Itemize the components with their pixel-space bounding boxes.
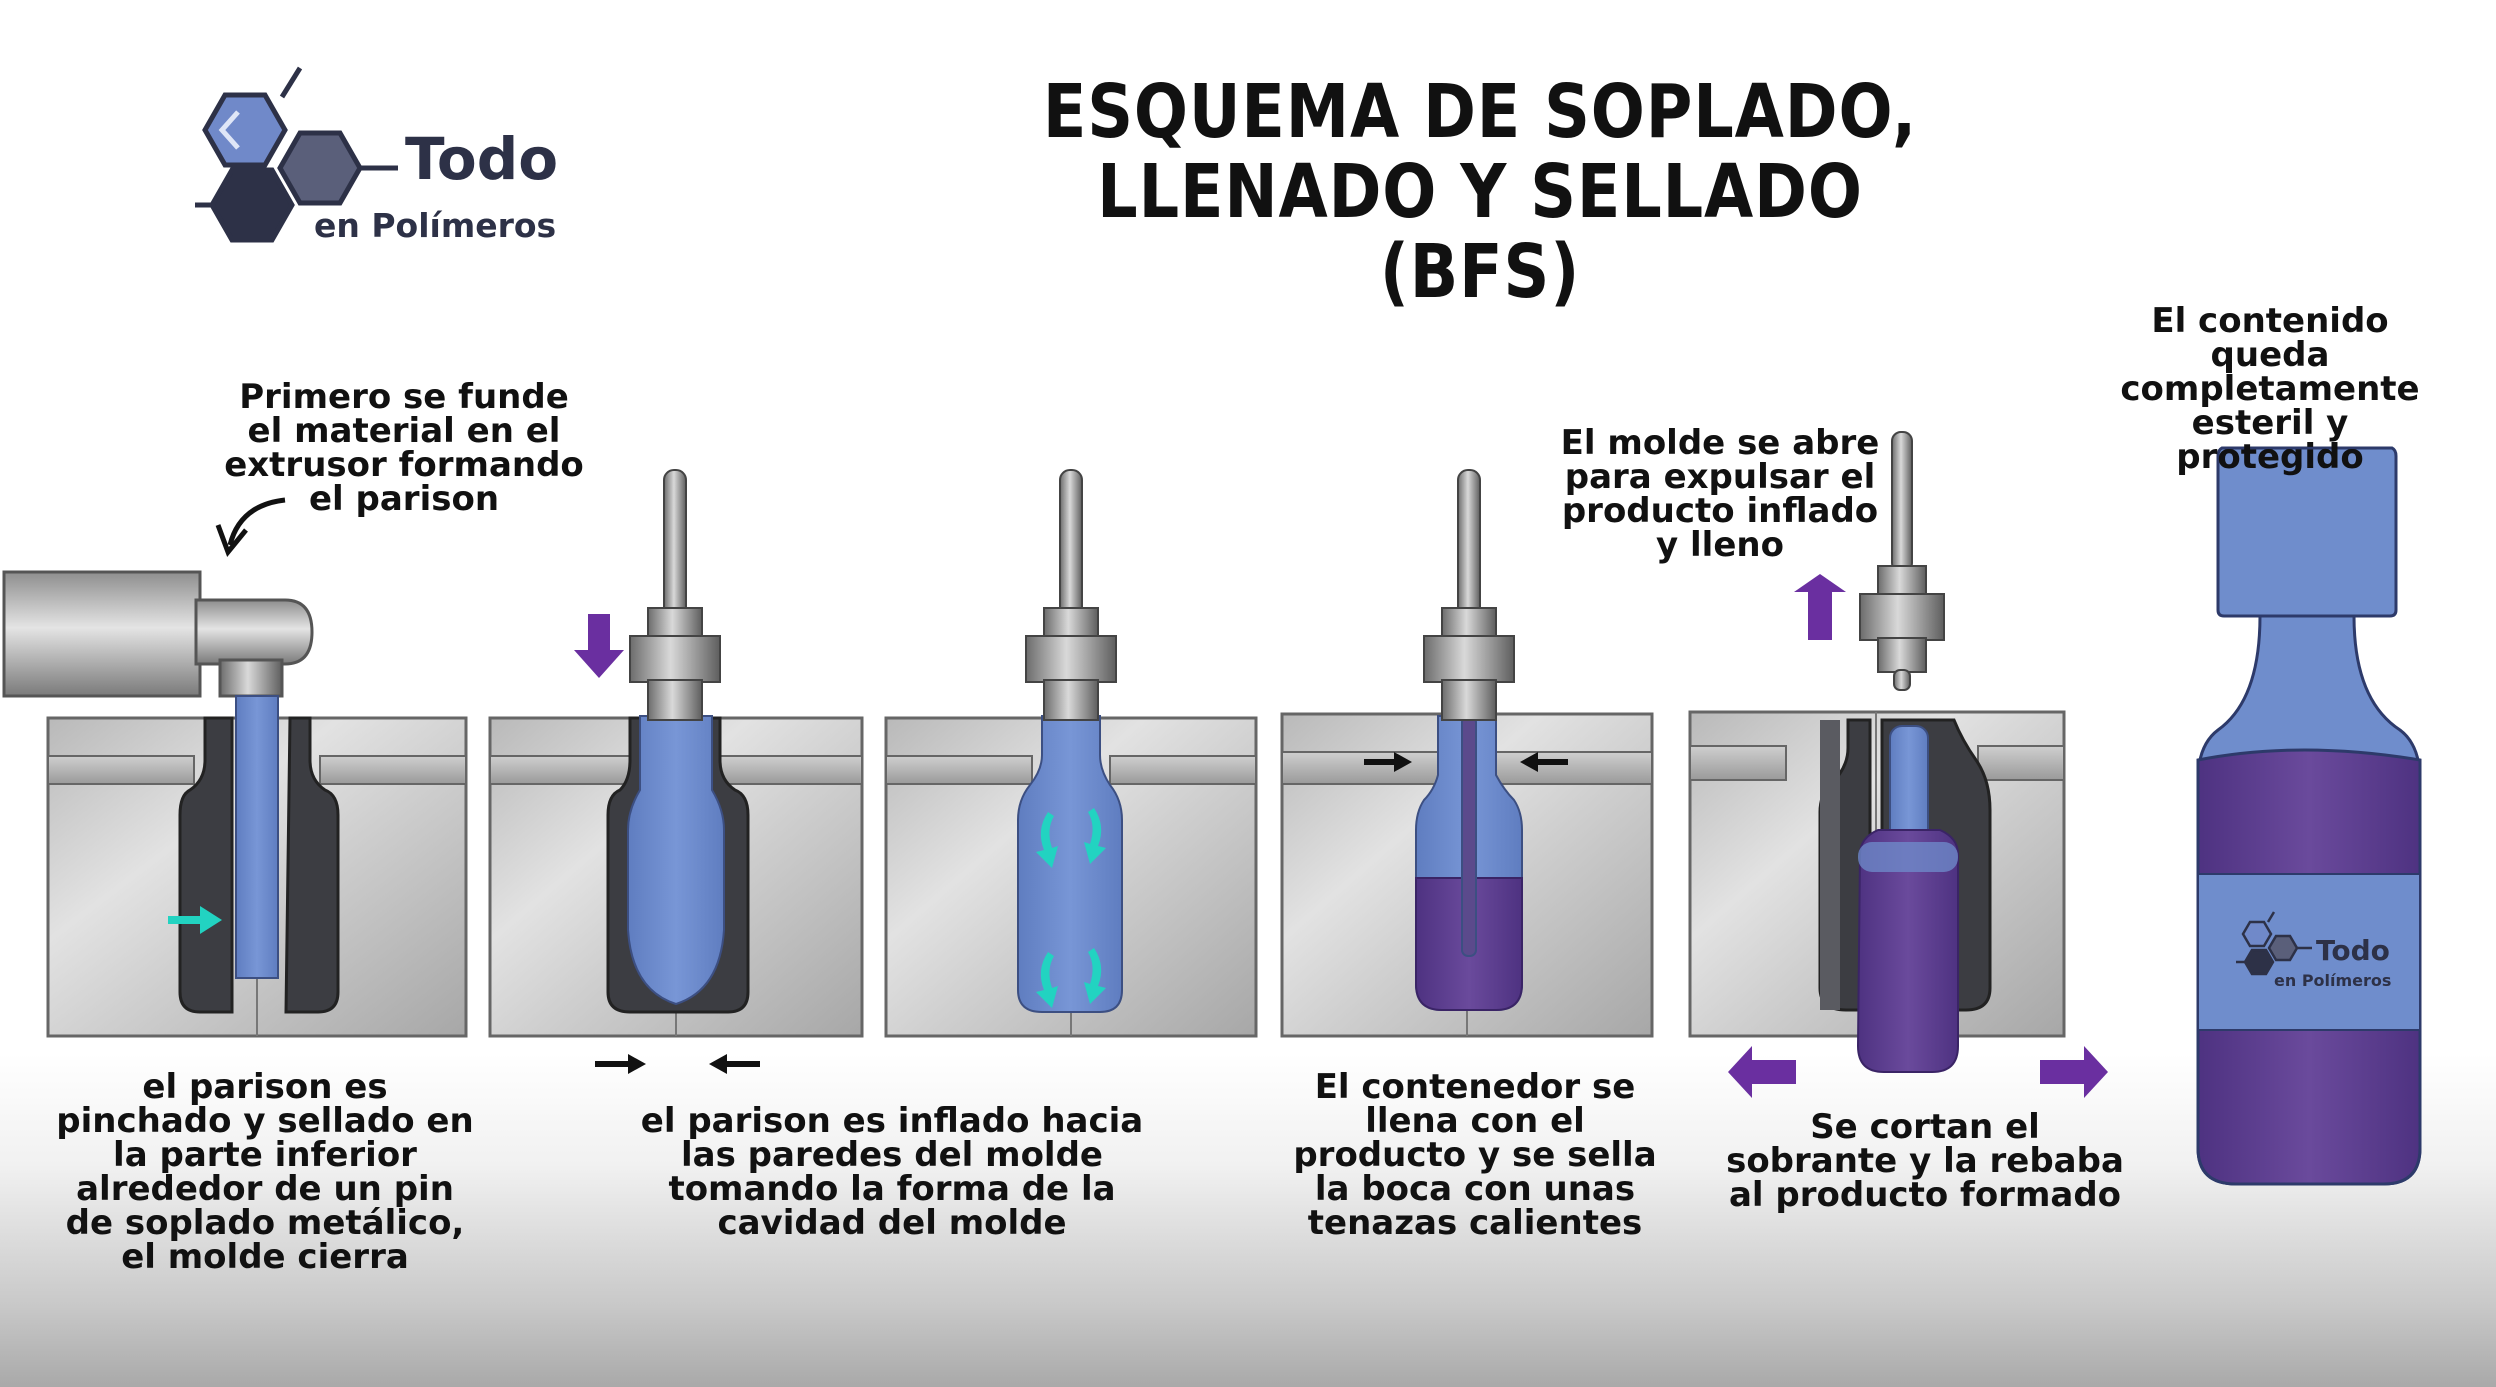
logo (195, 66, 398, 243)
mold-close-arrows (595, 1054, 760, 1074)
step2-caption: el parison es inflado hacia las paredes … (640, 1101, 1144, 1243)
blow-pin-retracting (1859, 431, 1945, 691)
bottle-logo-icon (2236, 911, 2312, 976)
curved-arrow-icon (227, 497, 286, 546)
parison (627, 715, 725, 1006)
purple-up-arrow-icon (1794, 574, 1846, 640)
trimmed-neck (1889, 725, 1929, 847)
cyan-inflation-arrows-icon (1036, 808, 1106, 1008)
blow-pin (1025, 469, 1117, 721)
purple-down-arrow-icon (574, 614, 624, 678)
final-caption: El contenido queda completamente esteril… (2120, 301, 2420, 477)
final-product (2196, 446, 2422, 1186)
step5-mold (1688, 431, 2108, 1098)
inflated-parison (1017, 715, 1123, 1013)
bottle-label (2197, 873, 2421, 1031)
bottle-logo-subtext: en Polímeros (2274, 971, 2392, 990)
logo-title: Todo (405, 125, 559, 193)
step4-mold (1280, 469, 1654, 1038)
step4-top-caption: El molde se abre para expulsar el produc… (1560, 423, 1880, 565)
purple-left-arrow-icon (1728, 1046, 1796, 1098)
purple-right-arrow-icon (2040, 1046, 2108, 1098)
blow-pin (1423, 469, 1515, 721)
step4-bottom-caption: Se cortan el sobrante y la rebaba al pro… (1726, 1107, 2124, 1215)
formed-product (1856, 829, 1959, 1073)
step1-caption: el parison es pinchado y sellado en la p… (56, 1067, 474, 1277)
page-title: ESQUEMA DE SOPLADO, LLENADO Y SELLADO (B… (1042, 69, 1918, 315)
step3-caption: El contenedor se llena con el producto y… (1293, 1067, 1657, 1243)
bottle-logo-text: Todo (2316, 934, 2390, 967)
step3-mold (884, 469, 1258, 1038)
step2-mold (488, 469, 864, 1074)
seal-arrows-icon (1364, 752, 1568, 772)
blow-pin (629, 469, 721, 721)
logo-subtitle: en Polímeros (314, 206, 557, 245)
step1-mold (46, 695, 468, 1038)
logo-hexagon-icon (195, 66, 398, 243)
extruder (2, 497, 314, 698)
extruder-note: Primero se funde el material en el extru… (224, 377, 584, 519)
cyan-arrow-icon (168, 906, 222, 934)
parison (235, 695, 279, 979)
